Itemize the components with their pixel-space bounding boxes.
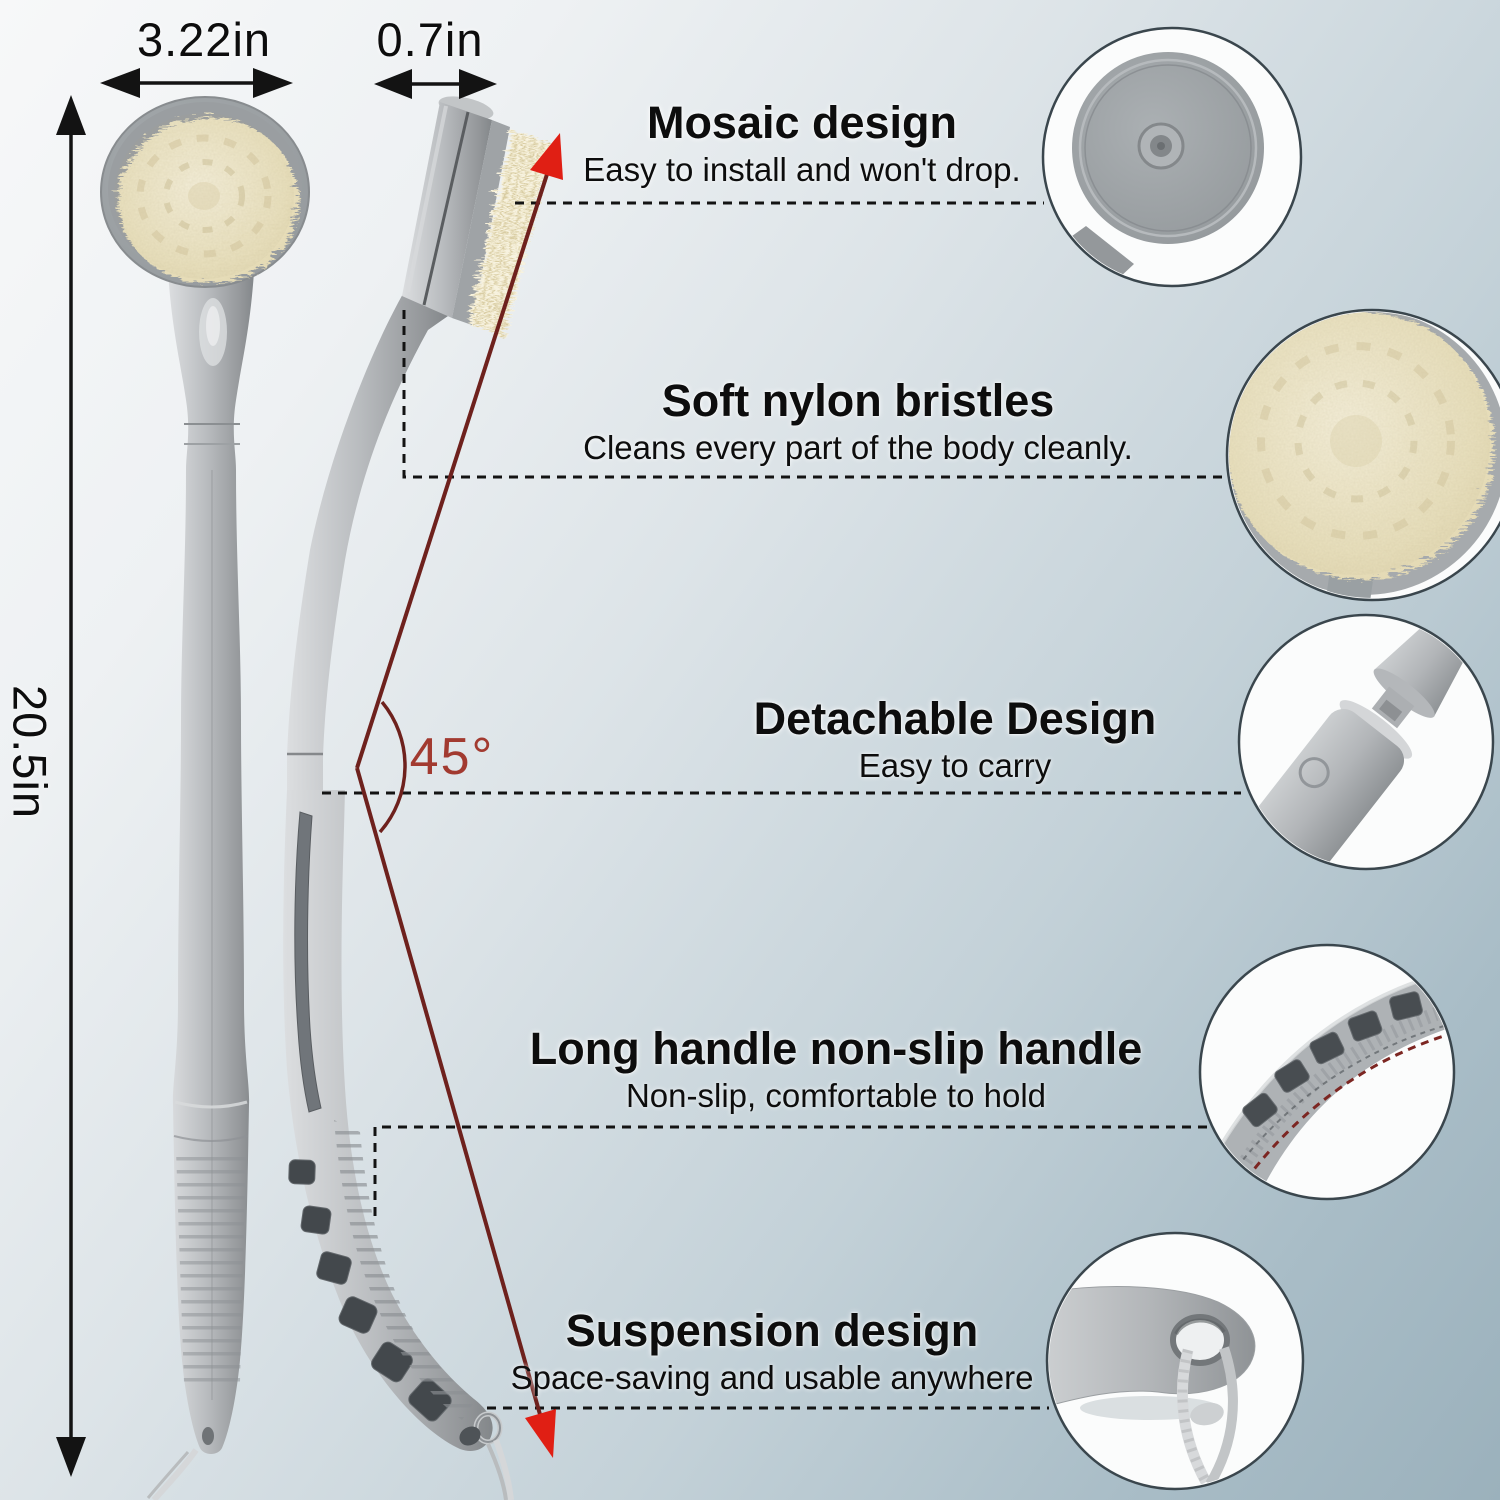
dimension-head-thickness-label: 0.7in xyxy=(376,13,484,66)
angle-label: 45° xyxy=(409,728,495,786)
side-head-bristles xyxy=(464,126,548,334)
feature-title: Mosaic design xyxy=(646,97,958,148)
dimension-total-length-label: 20.5in xyxy=(3,684,57,820)
detachable-joint-closeup xyxy=(1255,622,1468,867)
red-arrowhead-up xyxy=(530,133,563,180)
angle-annotation xyxy=(355,133,563,1458)
side-neck xyxy=(287,292,448,790)
connector-lines xyxy=(322,201,1241,1410)
detail-circle-handle xyxy=(1198,943,1456,1201)
red-arrowhead-down xyxy=(525,1409,556,1458)
brush-front-view xyxy=(100,96,310,1500)
dimension-head-width-label: 3.22in xyxy=(136,13,272,66)
feature-long-handle: Long handle non-slip handle Non-slip, co… xyxy=(456,1023,1216,1115)
detail-circle-bristles xyxy=(1225,308,1500,602)
feature-title: Long handle non-slip handle xyxy=(529,1023,1143,1074)
side-blade xyxy=(283,790,493,1452)
nonslip-handle-closeup xyxy=(1202,972,1452,1197)
head-thickness-arrow xyxy=(374,69,497,99)
head-width-arrow xyxy=(100,68,293,98)
feature-description: Space-saving and usable anywhere xyxy=(510,1359,1034,1397)
feature-suspension: Suspension design Space-saving and usabl… xyxy=(392,1305,1152,1397)
total-length-arrow xyxy=(56,95,86,1477)
feature-detachable: Detachable Design Easy to carry xyxy=(575,693,1335,785)
front-grip-ribs xyxy=(176,1150,246,1382)
angle-ray-up xyxy=(355,167,551,769)
side-rope xyxy=(493,1438,514,1500)
hanging-rope-closeup xyxy=(1049,1286,1256,1487)
feature-description: Non-slip, comfortable to hold xyxy=(625,1077,1047,1115)
bristles-closeup xyxy=(1229,312,1500,598)
side-ribs xyxy=(334,1120,476,1420)
angle-arc xyxy=(378,700,407,834)
feature-mosaic: Mosaic design Easy to install and won't … xyxy=(422,97,1182,189)
feature-title: Suspension design xyxy=(565,1305,979,1356)
feature-bristles: Soft nylon bristles Cleans every part of… xyxy=(478,375,1238,467)
side-slot xyxy=(294,811,322,1113)
feature-title: Soft nylon bristles xyxy=(661,375,1055,426)
feature-description: Cleans every part of the body cleanly. xyxy=(583,429,1133,467)
front-rope xyxy=(151,1448,199,1500)
detail-circle-rope xyxy=(1045,1231,1305,1491)
detail-circle-joint xyxy=(1237,613,1495,871)
connector-bristles xyxy=(402,310,1229,479)
brush-side-view xyxy=(283,96,548,1500)
feature-title: Detachable Design xyxy=(753,693,1157,744)
connector-handle xyxy=(373,1125,1213,1216)
dimension-arrows xyxy=(56,68,497,1477)
angle-ray-down xyxy=(355,767,543,1419)
feature-description: Easy to carry xyxy=(858,747,1052,785)
feature-description: Easy to install and won't drop. xyxy=(583,151,1021,189)
